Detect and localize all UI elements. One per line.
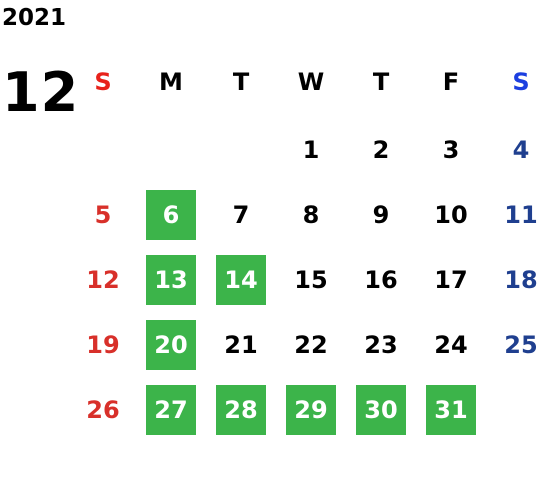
day-cell-8[interactable]: 8 [302, 201, 320, 229]
day-cell-28[interactable]: 28 [216, 385, 266, 435]
weekday-sun: S [94, 68, 112, 96]
month-label: 12 [2, 61, 80, 124]
day-cell-17[interactable]: 17 [434, 266, 468, 294]
day-cell-10[interactable]: 10 [434, 201, 468, 229]
day-cell-4[interactable]: 4 [512, 136, 530, 164]
day-cell-3[interactable]: 3 [442, 136, 460, 164]
day-cell-22[interactable]: 22 [294, 331, 328, 359]
day-cell-23[interactable]: 23 [364, 331, 398, 359]
day-cell-16[interactable]: 16 [364, 266, 398, 294]
day-cell-5[interactable]: 5 [94, 201, 112, 229]
day-cell-14[interactable]: 14 [216, 255, 266, 305]
day-cell-6[interactable]: 6 [146, 190, 196, 240]
year-label: 2021 [2, 5, 67, 31]
day-cell-13[interactable]: 13 [146, 255, 196, 305]
day-cell-25[interactable]: 25 [504, 331, 538, 359]
weekday-fri: F [442, 68, 460, 96]
day-cell-9[interactable]: 9 [372, 201, 390, 229]
day-cell-31[interactable]: 31 [426, 385, 476, 435]
day-cell-11[interactable]: 11 [504, 201, 538, 229]
weekday-thu: T [372, 68, 390, 96]
day-cell-20[interactable]: 20 [146, 320, 196, 370]
day-cell-18[interactable]: 18 [504, 266, 538, 294]
day-cell-30[interactable]: 30 [356, 385, 406, 435]
day-cell-7[interactable]: 7 [232, 201, 250, 229]
weekday-mon: M [159, 68, 183, 96]
day-cell-24[interactable]: 24 [434, 331, 468, 359]
day-cell-21[interactable]: 21 [224, 331, 258, 359]
day-cell-1[interactable]: 1 [302, 136, 320, 164]
day-cell-15[interactable]: 15 [294, 266, 328, 294]
day-cell-2[interactable]: 2 [372, 136, 390, 164]
day-cell-19[interactable]: 19 [86, 331, 120, 359]
weekday-wed: W [297, 68, 325, 96]
day-cell-26[interactable]: 26 [86, 396, 120, 424]
weekday-tue: T [232, 68, 250, 96]
day-cell-29[interactable]: 29 [286, 385, 336, 435]
day-cell-27[interactable]: 27 [146, 385, 196, 435]
day-cell-12[interactable]: 12 [86, 266, 120, 294]
weekday-sat: S [512, 68, 530, 96]
